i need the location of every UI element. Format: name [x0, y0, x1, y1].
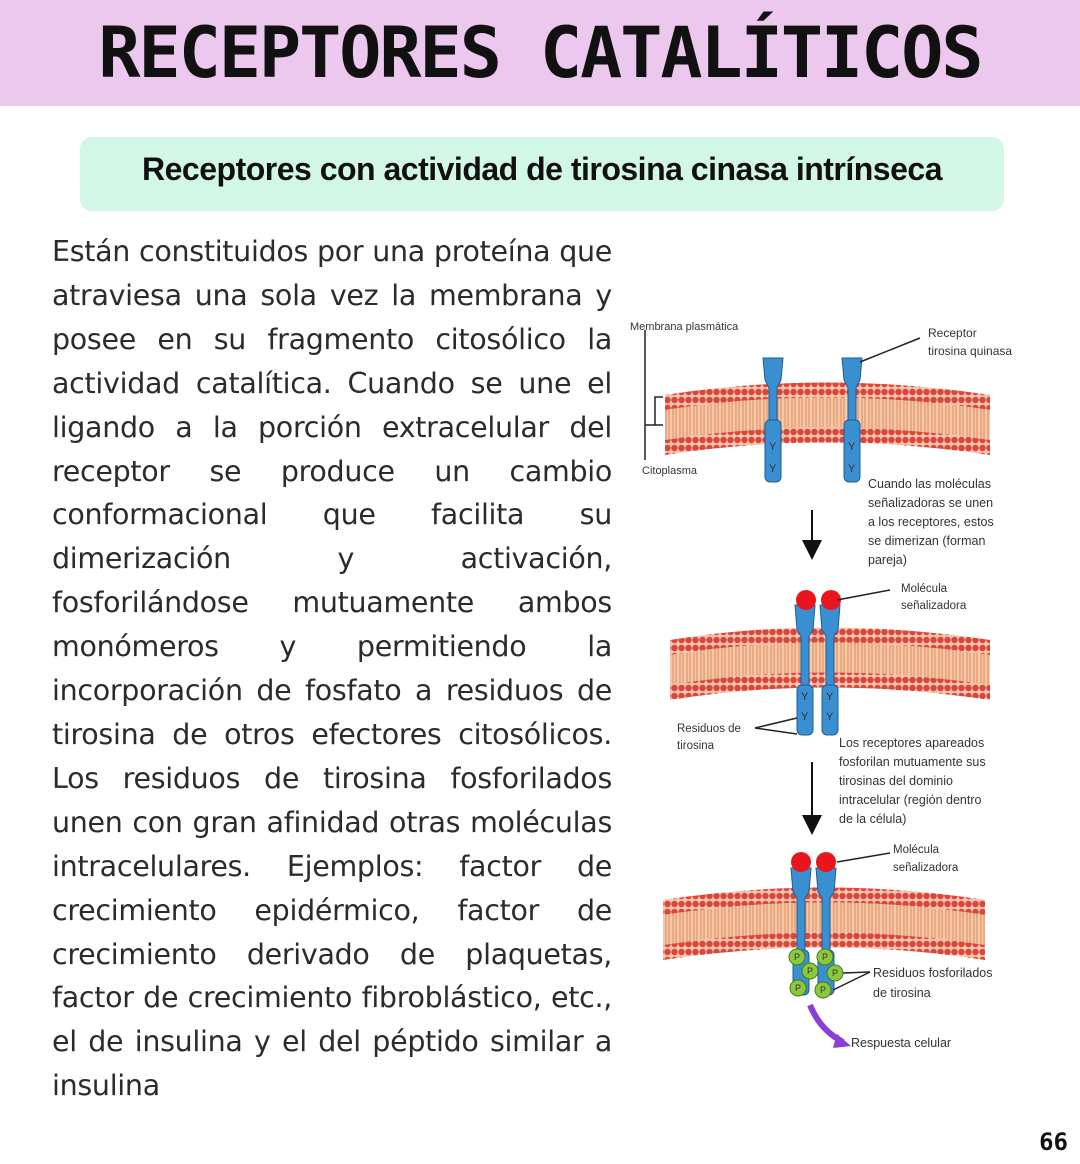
- ligand-molecule: [816, 852, 836, 872]
- y-residue: Y: [826, 711, 834, 723]
- p-label: P: [832, 968, 838, 978]
- ligand-molecule: [821, 590, 841, 610]
- y-residue: Y: [826, 691, 834, 703]
- response-arrowhead: [833, 1034, 851, 1048]
- svg-text:a los receptores, estos: a los receptores, estos: [868, 515, 994, 529]
- receptor-monomer-left: [762, 357, 784, 483]
- section-subtitle: Receptores con actividad de tirosina cin…: [142, 151, 942, 187]
- label-fosforilados: Residuos fosforilados: [873, 966, 993, 980]
- svg-text:pareja): pareja): [868, 553, 907, 567]
- membrane-1: [665, 382, 990, 455]
- label-citoplasma: Citoplasma: [642, 465, 698, 477]
- svg-text:de la célula): de la célula): [839, 812, 906, 826]
- p-label: P: [794, 952, 800, 962]
- subtitle-box: Receptores con actividad de tirosina cin…: [80, 137, 1004, 211]
- label-membrana: Membrana plasmática: [630, 321, 739, 333]
- label-receptor: tirosina quinasa: [928, 344, 1012, 358]
- label-molecula-2: Molécula: [893, 844, 940, 856]
- label-molecula: Molécula: [901, 583, 948, 595]
- p-label: P: [822, 952, 828, 962]
- label-molecula-2: señalizadora: [893, 862, 959, 874]
- svg-text:se dimerizan (forman: se dimerizan (forman: [868, 534, 985, 548]
- label-molecula: señalizadora: [901, 600, 967, 612]
- phosphate-groups: [788, 948, 844, 999]
- label-fosforilados: de tirosina: [873, 986, 931, 1000]
- page-number: 66: [1039, 1128, 1068, 1156]
- ligand-molecule: [791, 852, 811, 872]
- p-label: P: [795, 983, 801, 993]
- annotation-lines: [644, 330, 921, 991]
- svg-text:señalizadoras se unen: señalizadoras se unen: [868, 496, 993, 510]
- y-residue: Y: [769, 441, 777, 453]
- title-banner: RECEPTORES CATALÍTICOS: [0, 0, 1080, 106]
- y-residue: Y: [848, 441, 856, 453]
- receptor-diagram-svg: Y Y Y Y Y Y Y Y: [630, 321, 1012, 1050]
- y-residue: Y: [848, 463, 856, 475]
- svg-text:Los receptores apareados: Los receptores apareados: [839, 736, 984, 750]
- body-paragraph: Están constituidos por una proteína que …: [52, 235, 612, 1103]
- y-residue: Y: [769, 463, 777, 475]
- step1-caption: Cuando las moléculas señalizadoras se un…: [868, 477, 994, 567]
- receptor-diagram: Y Y Y Y Y Y Y Y: [615, 300, 1080, 1070]
- ligand-molecule: [796, 590, 816, 610]
- label-respuesta: Respuesta celular: [851, 1036, 951, 1050]
- svg-text:intracelular (región dentro: intracelular (región dentro: [839, 793, 981, 807]
- svg-text:tirosinas del dominio: tirosinas del dominio: [839, 774, 953, 788]
- p-label: P: [820, 985, 826, 995]
- label-residuos: tirosina: [677, 740, 715, 752]
- svg-text:Cuando las moléculas: Cuando las moléculas: [868, 477, 991, 491]
- receptor-dimer-2: [794, 604, 841, 736]
- y-residue: Y: [801, 711, 809, 723]
- page-title: RECEPTORES CATALÍTICOS: [98, 12, 983, 94]
- label-residuos: Residuos de: [677, 723, 741, 735]
- y-residue: Y: [801, 691, 809, 703]
- p-label: P: [807, 966, 813, 976]
- step2-caption: Los receptores apareados fosforilan mutu…: [839, 736, 986, 826]
- label-receptor: Receptor: [928, 326, 977, 340]
- receptor-monomer-right: [841, 357, 863, 483]
- svg-text:fosforilan mutuamente sus: fosforilan mutuamente sus: [839, 755, 986, 769]
